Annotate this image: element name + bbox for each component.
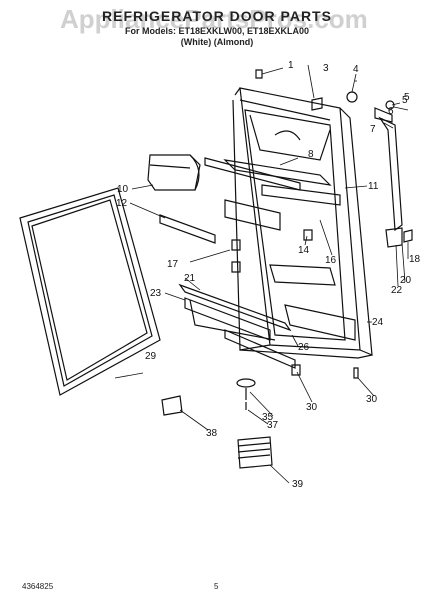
callout-5-right: 30 xyxy=(366,394,378,405)
model-numbers: For Models: ET18EXKLW00, ET18EXKLA00 xyxy=(124,26,310,36)
callout-20: 14 xyxy=(298,245,310,256)
callout-4: 35 xyxy=(262,412,274,423)
callout-30-right: 16 xyxy=(325,255,337,266)
callout-14: 6 xyxy=(388,106,394,117)
door-liner xyxy=(232,87,373,359)
door-gasket xyxy=(19,187,161,396)
callout-35: 12 xyxy=(116,198,128,209)
callout-3: 39 xyxy=(292,479,304,490)
callout-29: 26 xyxy=(298,342,310,353)
door-shelves xyxy=(159,157,356,369)
callout-16: 5 xyxy=(402,95,408,106)
document-number: 4364825 xyxy=(22,582,54,591)
color-variants: (White) (Almond) xyxy=(180,37,254,47)
callout-22: 10 xyxy=(117,184,129,195)
diagram-title: REFRIGERATOR DOOR PARTS xyxy=(102,8,332,24)
callout-39: 11 xyxy=(368,181,379,192)
page-number: 5 xyxy=(214,582,219,591)
dairy-compartment xyxy=(147,154,201,191)
callout-37: 21 xyxy=(184,273,196,284)
watermark: AppliancePartsPros.com xyxy=(60,4,368,34)
callout-5-bottom: 37 xyxy=(267,420,279,431)
callout-38: 30 xyxy=(306,402,318,413)
callout-30-left: 17 xyxy=(167,259,179,270)
callout-10: 5 xyxy=(404,92,410,103)
callout-21: 23 xyxy=(150,288,162,299)
callout-17: 20 xyxy=(400,275,412,286)
callout-1: 24 xyxy=(372,317,384,328)
leader-lines xyxy=(114,64,409,484)
callout-26: 38 xyxy=(206,428,218,439)
callout-23: 8 xyxy=(308,149,314,160)
callout-18: 18 xyxy=(409,254,421,265)
callout-6: 1 xyxy=(288,60,294,71)
hinge-parts xyxy=(255,69,413,248)
callout-12: 7 xyxy=(370,124,376,135)
callout-8: 29 xyxy=(145,351,157,362)
bottom-parts xyxy=(161,229,359,469)
callout-11: 22 xyxy=(391,285,403,296)
callout-7: 4 xyxy=(353,64,359,75)
callout-24: 3 xyxy=(323,63,329,74)
